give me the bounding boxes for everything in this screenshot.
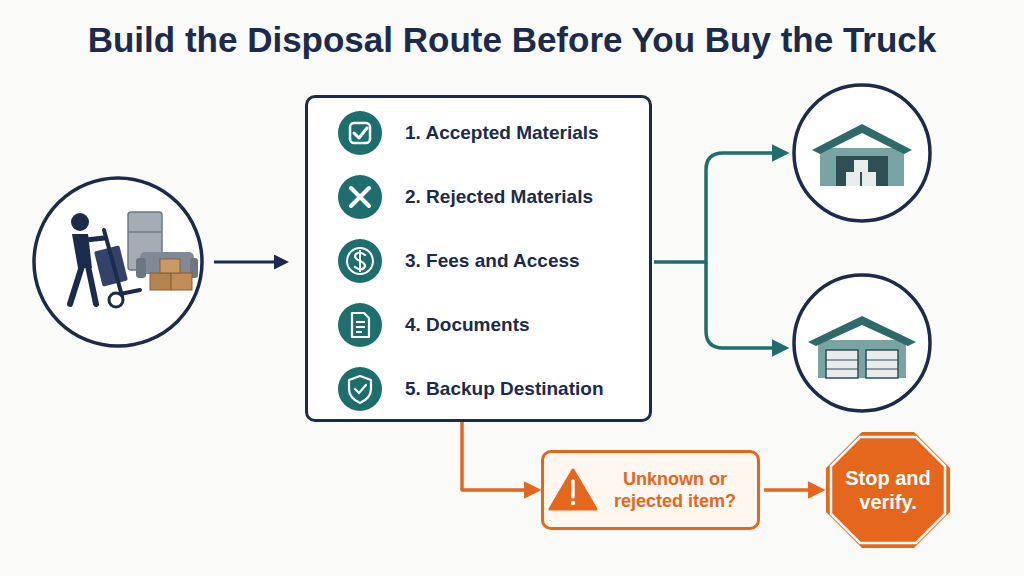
octagon-outline [826,432,950,548]
hand-truck-frame [104,230,122,296]
garage-illustration [794,275,930,411]
checklist-item: 4. Documents [405,293,530,357]
warehouse-roof [812,124,912,154]
checklist-item: 1. Accepted Materials [405,101,599,165]
garage-roof [808,316,916,346]
door-line [866,369,898,370]
sofa-shape [140,252,194,274]
fridge-line [128,231,162,233]
sofa-arm [136,258,146,278]
question-label: Unknown or rejected item? [600,453,750,527]
door-line [866,360,898,361]
destination-circle [794,85,930,221]
question-box: Unknown or rejected item? [541,450,760,530]
person-leg [88,266,96,304]
illustration-circle [34,178,202,346]
stop-octagon: Stop and verify. [826,432,950,548]
door-line [826,360,858,361]
cardboard-box [171,273,192,290]
person-leg [70,266,82,304]
flow-arrow [214,261,286,264]
flow-connector [462,422,538,490]
checklist-item: 3. Fees and Access [405,229,580,293]
door-line [826,369,858,370]
cardboard-box [150,273,171,290]
cardboard-box [160,259,180,273]
checklist-box: 1. Accepted Materials2. Rejected Materia… [305,95,652,422]
person-head [71,213,89,231]
checklist-item: 2. Rejected Materials [405,165,593,229]
person-arm [86,238,104,240]
garage-door [866,350,898,378]
warehouse-door [836,156,888,186]
branch-arrow [706,262,786,348]
flow-connector [764,488,822,492]
warehouse-illustration [794,85,930,221]
stored-box [854,160,868,172]
octagon-fill [826,432,950,548]
checklist-item: 5. Backup Destination [405,357,604,421]
stored-box [846,172,860,186]
hand-truck-wheel [109,293,123,307]
octagon-inner-border [831,437,945,543]
hand-truck-base [120,290,140,294]
branch-arrow [654,153,786,262]
garage-door [826,350,858,378]
warehouse-wall [820,148,904,186]
diagram-title: Build the Disposal Route Before You Buy … [0,20,1024,60]
stop-label: Stop and verify. [826,432,950,548]
stored-box [862,172,876,186]
mover-illustration [34,178,202,346]
destination-circle [794,275,930,411]
garage-wall [818,340,906,378]
